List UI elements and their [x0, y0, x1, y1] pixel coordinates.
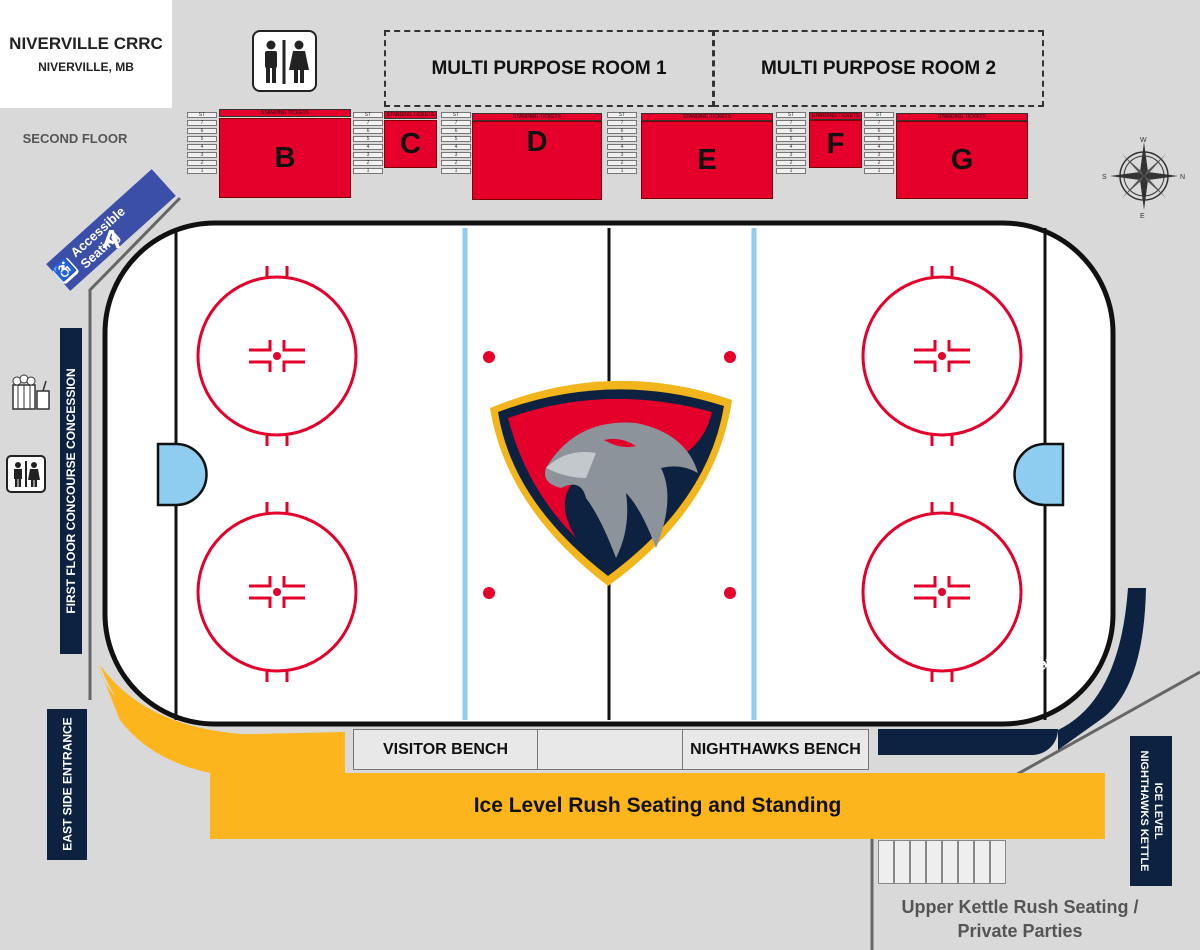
section-f[interactable]: F [809, 120, 862, 168]
svg-text:N: N [1180, 174, 1185, 181]
concession-box[interactable]: FIRST FLOOR CONCOURSE CONCESSION [60, 328, 82, 654]
concession-restroom-icon [6, 455, 46, 493]
ice-level-rush-seating[interactable]: Ice Level Rush Seating and Standing [210, 773, 1105, 839]
upper-kettle-stairs [878, 840, 1006, 884]
ice-kettle-line1: ICE LEVEL [1152, 782, 1164, 840]
svg-text:W: W [1140, 137, 1147, 144]
venue-location: NIVERVILLE, MB [38, 60, 134, 74]
ice-kettle-line2: NIGHTHAWKS KETTLE [1138, 750, 1150, 872]
east-entrance-box[interactable]: EAST SIDE ENTRANCE [47, 709, 87, 860]
upper-kettle-line2: Private Parties [957, 921, 1083, 941]
floor-label: SECOND FLOOR [22, 131, 128, 146]
svg-text:S: S [1102, 174, 1107, 181]
ice-level-kettle-box[interactable]: ICE LEVEL NIGHTHAWKS KETTLE [1130, 736, 1172, 886]
section-d[interactable]: D [472, 121, 602, 200]
visitor-bench[interactable]: VISITOR BENCH [353, 729, 538, 770]
restroom-icon [252, 30, 317, 92]
svg-text:E: E [1140, 213, 1145, 220]
upper-kettle-label: Upper Kettle Rush Seating / Private Part… [880, 895, 1160, 943]
standing-strip-e: STANDING TICKETS [641, 113, 773, 121]
section-a-label: A [102, 224, 121, 254]
standing-strip-d: STANDING TICKETS [472, 113, 602, 121]
standing-strip-b: STANDING TICKETS [219, 109, 351, 117]
section-e[interactable]: E [641, 121, 773, 199]
standing-strip-f: STANDING TICKETS [809, 112, 862, 120]
kettle-glass-seating[interactable] [878, 729, 1058, 755]
nighthawks-logo [486, 378, 736, 588]
section-b[interactable]: B [219, 118, 351, 198]
nighthawks-bench[interactable]: NIGHTHAWKS BENCH [682, 729, 869, 770]
concession-food-icon [10, 373, 52, 411]
section-g[interactable]: G [896, 121, 1028, 199]
venue-title-box: NIVERVILLE CRRC NIVERVILLE, MB [0, 0, 172, 108]
compass-icon: W E S N [1100, 132, 1188, 220]
upper-kettle-line1: Upper Kettle Rush Seating / [901, 897, 1139, 917]
multi-purpose-room-2[interactable]: MULTI PURPOSE ROOM 2 [713, 30, 1044, 107]
standing-strip-c: STANDING TICKETS [384, 111, 437, 119]
standing-strip-g: STANDING TICKETS [896, 113, 1028, 121]
bench-gap [537, 729, 683, 770]
venue-name: NIVERVILLE CRRC [9, 34, 163, 53]
section-c[interactable]: C [384, 120, 437, 168]
